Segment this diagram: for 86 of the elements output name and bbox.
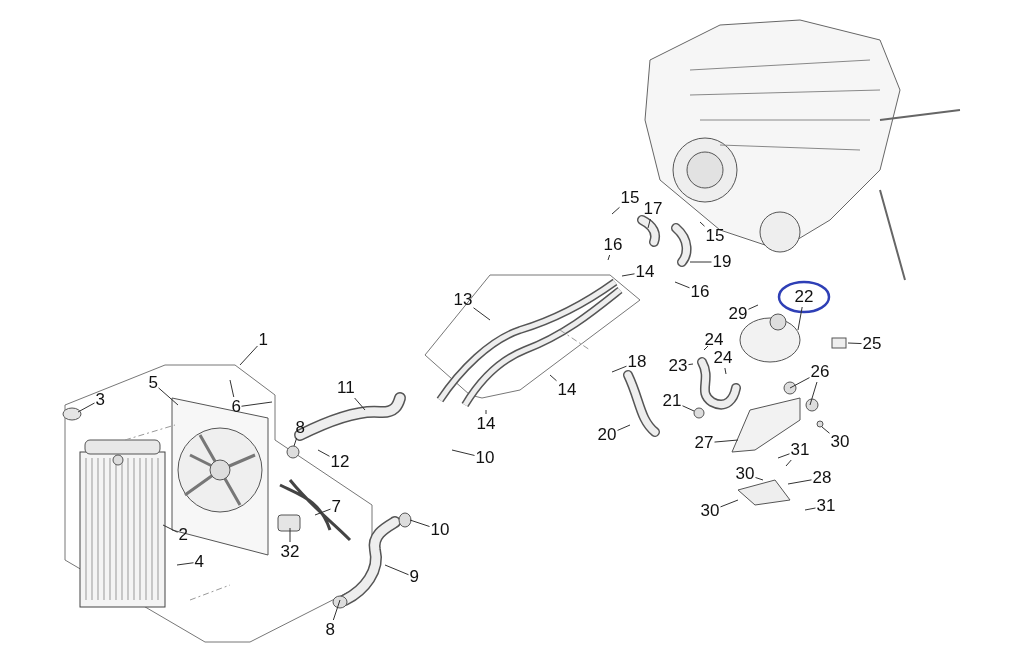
leader-line	[804, 507, 816, 511]
leader-line	[785, 459, 792, 467]
callout-number: 2	[178, 526, 188, 544]
leader-line	[289, 527, 291, 543]
leader-line	[789, 377, 810, 389]
callout-number: 10	[430, 521, 450, 539]
leader-line	[314, 508, 331, 516]
callout-number: 14	[635, 263, 655, 281]
callout-number: 3	[95, 391, 105, 409]
leader-line	[809, 381, 818, 406]
callout-number: 24	[704, 331, 724, 349]
callout-number: 15	[705, 227, 725, 245]
leader-line	[621, 273, 635, 277]
leader-line	[451, 449, 475, 456]
callout-number: 16	[603, 236, 623, 254]
callout-number: 28	[812, 469, 832, 487]
leader-line	[354, 397, 366, 411]
leader-line	[611, 365, 627, 373]
callout-number: 29	[728, 305, 748, 323]
leader-line	[473, 307, 491, 321]
leader-line	[714, 439, 739, 443]
callout-number: 22	[794, 288, 814, 306]
leader-line	[647, 218, 651, 229]
leader-line	[332, 599, 341, 621]
callout-number: 20	[597, 426, 617, 444]
callout-number: 15	[620, 189, 640, 207]
leader-line	[241, 401, 273, 407]
leader-line	[682, 405, 695, 412]
callout-number: 5	[148, 374, 158, 392]
callout-number: 6	[231, 398, 241, 416]
leader-line	[821, 426, 830, 434]
leader-line	[797, 306, 803, 331]
leader-line	[293, 437, 298, 447]
callout-number: 21	[662, 392, 682, 410]
callout-number: 4	[194, 553, 204, 571]
leader-line	[688, 363, 694, 366]
leader-line	[162, 524, 178, 533]
leader-line	[703, 345, 709, 351]
callout-number: 7	[331, 498, 341, 516]
callout-number: 9	[409, 568, 419, 586]
leader-line	[755, 477, 764, 481]
callout-number: 18	[627, 353, 647, 371]
callout-number: 27	[694, 434, 714, 452]
callout-number: 17	[643, 200, 663, 218]
callout-number: 25	[862, 335, 882, 353]
callout-number: 8	[325, 621, 335, 639]
leader-line	[176, 562, 194, 566]
leader-line	[699, 221, 705, 227]
callout-number: 13	[453, 291, 473, 309]
leader-line	[689, 261, 712, 263]
leader-line	[485, 409, 487, 415]
callout-number: 31	[790, 441, 810, 459]
leader-line	[847, 342, 862, 345]
leader-line	[674, 281, 690, 289]
callout-number: 10	[475, 449, 495, 467]
callout-number: 12	[330, 453, 350, 471]
callout-number: 11	[337, 379, 355, 397]
callout-number: 30	[735, 465, 755, 483]
callout-number: 32	[280, 543, 300, 561]
leader-line	[549, 374, 557, 382]
leader-line	[384, 564, 409, 576]
leader-line	[617, 424, 631, 431]
leader-line	[748, 304, 759, 310]
leader-line	[724, 367, 727, 375]
callout-number: 14	[476, 415, 496, 433]
callout-number: 19	[712, 253, 732, 271]
leader-line	[229, 379, 235, 398]
leader-line	[607, 254, 611, 261]
callout-number: 24	[713, 349, 733, 367]
callout-number: 14	[557, 381, 577, 399]
callout-number: 30	[700, 502, 720, 520]
leader-line	[720, 499, 739, 508]
callout-number: 16	[690, 283, 710, 301]
leader-line	[787, 479, 812, 485]
leader-line	[777, 453, 790, 459]
leader-line	[158, 387, 179, 406]
leader-line	[611, 206, 620, 215]
leader-line	[409, 519, 430, 527]
callout-number: 26	[810, 363, 830, 381]
callout-number: 31	[816, 497, 836, 515]
callout-number: 23	[668, 357, 688, 375]
leader-line	[317, 449, 330, 457]
leader-line	[239, 345, 258, 366]
callout-number: 30	[830, 433, 850, 451]
callout-number: 1	[258, 331, 268, 349]
leader-line	[77, 402, 95, 413]
